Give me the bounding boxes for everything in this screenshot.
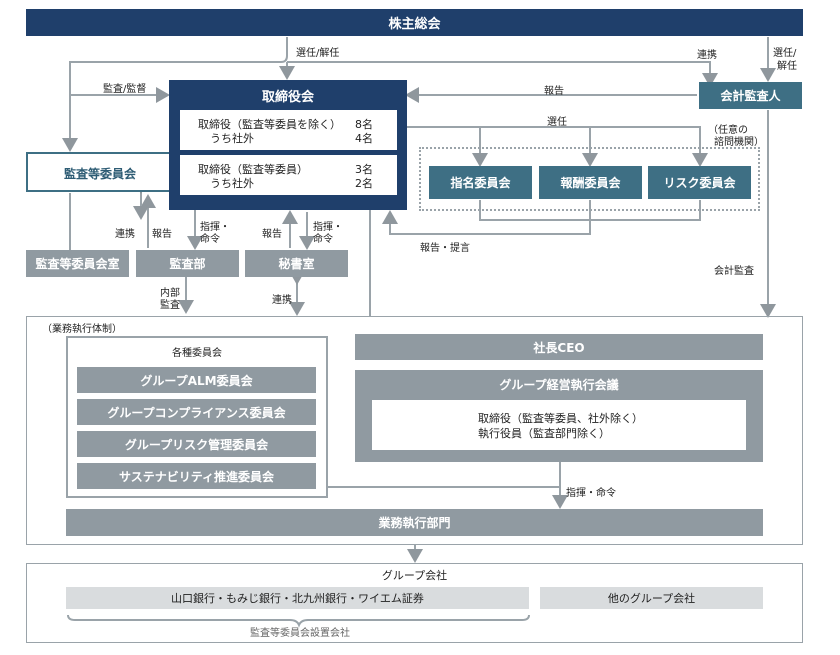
board-member-box-2: 取締役（監査等委員） 3名 うち社外 2名 <box>180 155 397 195</box>
label-coordination: 連携 <box>697 50 717 61</box>
label-instruct-1b: 命令 <box>200 234 220 245</box>
board-member-box-1: 取締役（監査等委員を除く） 8名 うち社外 4名 <box>180 110 397 150</box>
label-instruct-2a: 指揮・ <box>313 222 343 233</box>
accounting-auditor: 会計監査人 <box>699 82 802 109</box>
label-report-proposal: 報告・提言 <box>420 243 470 254</box>
audit-department: 監査部 <box>136 250 239 277</box>
label-instruct-1a: 指揮・ <box>200 222 230 233</box>
committees-title: 各種委員会 <box>172 347 222 359</box>
committee-alm: グループALM委員会 <box>77 367 316 393</box>
label-audit-supervise: 監査/監督 <box>103 84 147 95</box>
execution-frame <box>26 316 803 545</box>
label-internal-audit-1: 内部 <box>160 288 180 299</box>
label-internal-audit-2: 監査 <box>160 300 180 311</box>
label-elect-right-1: 選任/ <box>773 48 797 59</box>
optional-note-2: 諮問機関） <box>714 137 764 148</box>
label-cooperation-2: 連携 <box>272 295 292 306</box>
council-member-1: 取締役（監査等委員、社外除く） <box>478 412 643 425</box>
label-instruct-2b: 命令 <box>313 234 333 245</box>
board-row1-sub-count: 4名 <box>355 132 373 145</box>
label-instruct-command: 指揮・命令 <box>566 488 616 499</box>
business-execution-dept: 業務執行部門 <box>66 509 763 536</box>
label-report: 報告 <box>544 86 564 97</box>
exec-council-members: 取締役（監査等委員、社外除く） 執行役員（監査部門除く） <box>372 400 746 450</box>
shareholders-meeting: 株主総会 <box>26 9 803 36</box>
board-row2-role: 取締役（監査等委員） <box>198 163 308 176</box>
advisory-bodies-frame <box>419 147 760 211</box>
label-cooperation: 連携 <box>115 229 135 240</box>
group-companies-frame <box>26 563 803 643</box>
audit-committee-label: 監査等委員会 <box>63 166 136 181</box>
group-banks: 山口銀行・もみじ銀行・北九州銀行・ワイエム証券 <box>66 587 529 609</box>
committee-compliance: グループコンプライアンス委員会 <box>77 399 316 425</box>
risk-committee: リスク委員会 <box>648 166 751 199</box>
board-row1-count: 8名 <box>355 118 373 131</box>
committee-risk-management: グループリスク管理委員会 <box>77 431 316 457</box>
group-companies-title: グループ会社 <box>381 568 448 582</box>
president-ceo: 社長CEO <box>355 334 763 360</box>
execution-frame-label: （業務執行体制） <box>42 324 122 335</box>
label-accounting-audit: 会計監査 <box>714 266 754 277</box>
optional-note-1: （任意の <box>708 125 748 136</box>
label-report-right: 報告 <box>262 229 282 240</box>
label-elect-dismiss: 選任/解任 <box>296 48 340 59</box>
secretariat-office: 秘書室 <box>245 250 348 277</box>
compensation-committee: 報酬委員会 <box>539 166 642 199</box>
label-report-left: 報告 <box>152 229 172 240</box>
board-row2-sub: うち社外 <box>210 177 254 190</box>
exec-council-title: グループ経営執行会議 <box>499 377 619 392</box>
board-row1-role: 取締役（監査等委員を除く） <box>198 118 341 131</box>
audit-committee-office: 監査等委員会室 <box>26 250 129 277</box>
label-elect: 選任 <box>547 117 567 128</box>
committee-sustainability: サステナビリティ推進委員会 <box>77 463 316 489</box>
council-member-2: 執行役員（監査部門除く） <box>478 427 610 440</box>
board-row1-sub: うち社外 <box>210 132 254 145</box>
board-row2-count: 3名 <box>355 163 373 176</box>
label-elect-right-2: 解任 <box>777 61 797 72</box>
nomination-committee: 指名委員会 <box>429 166 532 199</box>
banks-note: 監査等委員会設置会社 <box>250 627 350 639</box>
other-group-companies: 他のグループ会社 <box>540 587 763 609</box>
board-row2-sub-count: 2名 <box>355 177 373 190</box>
board-title: 取締役会 <box>261 89 314 105</box>
